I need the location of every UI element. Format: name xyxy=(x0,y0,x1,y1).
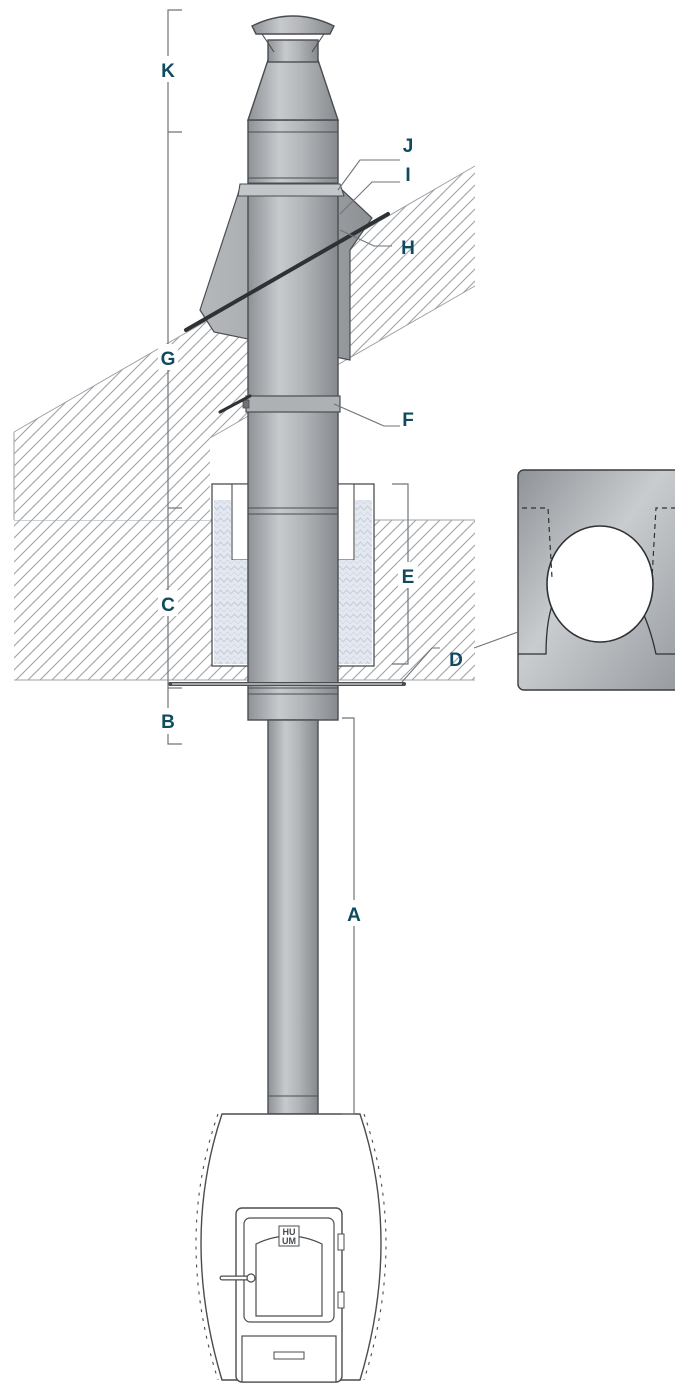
label-b: B xyxy=(161,712,175,733)
label-h: H xyxy=(401,238,415,259)
lower-flue-pipe xyxy=(267,719,319,1115)
wall-bracket xyxy=(218,394,252,414)
leader-lines xyxy=(333,159,519,683)
logo-line-1: HU xyxy=(283,1227,296,1237)
detail-inset xyxy=(517,469,675,691)
logo-line-2: UM xyxy=(282,1236,296,1246)
label-a: A xyxy=(347,905,361,926)
upper-chimney-pipe xyxy=(242,15,341,721)
label-k: K xyxy=(161,61,175,82)
label-j: J xyxy=(403,136,414,157)
label-f: F xyxy=(402,410,414,431)
sauna-stove xyxy=(195,1113,387,1383)
storm-collar xyxy=(237,183,345,197)
roof-plate xyxy=(184,212,390,332)
label-e: E xyxy=(402,567,415,588)
label-g: G xyxy=(161,349,176,370)
label-c: C xyxy=(161,595,175,616)
label-d: D xyxy=(449,650,463,671)
brand-logo: HU UM xyxy=(278,1225,300,1247)
label-i: I xyxy=(405,165,410,186)
